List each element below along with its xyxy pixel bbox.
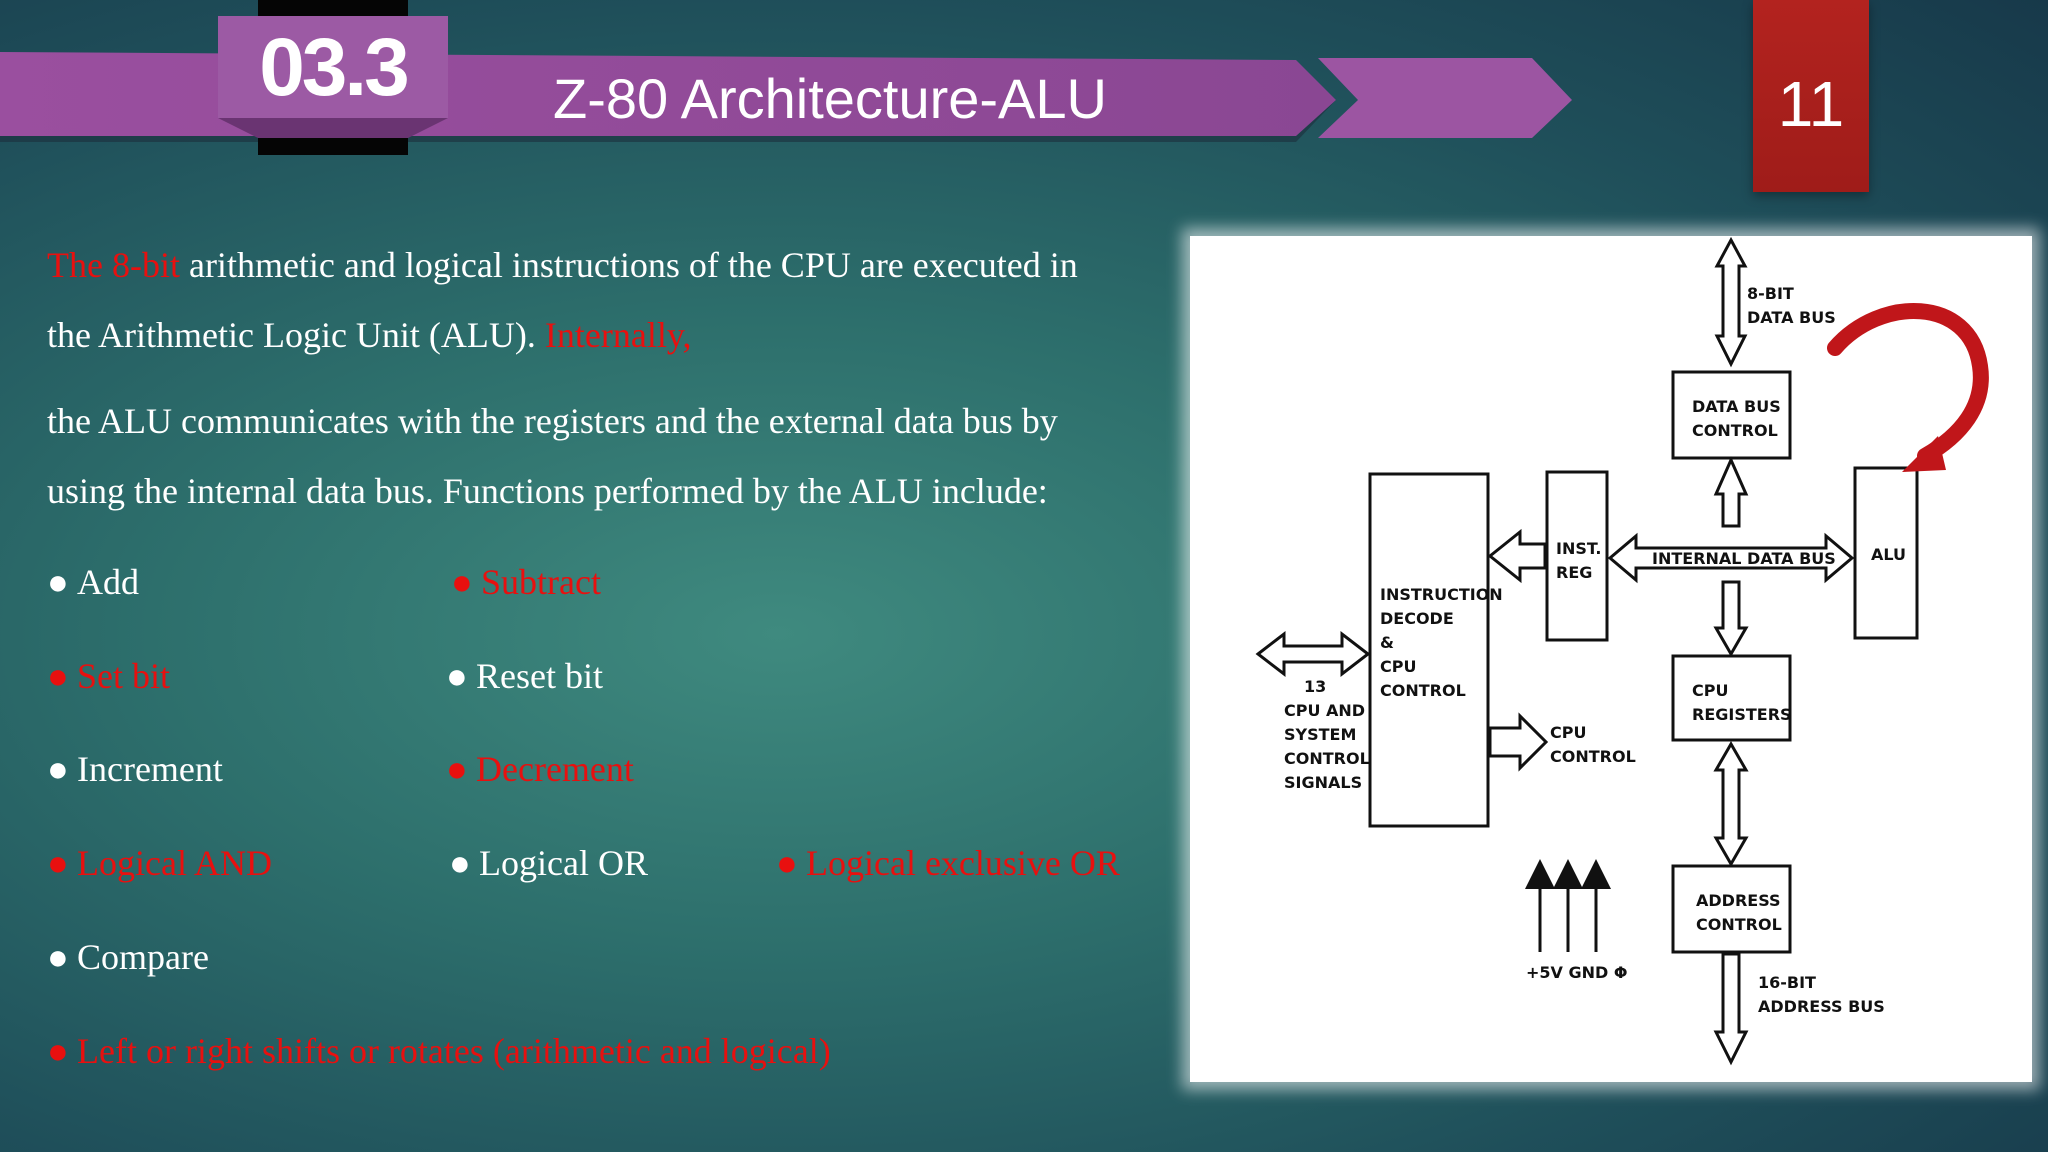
intro-highlight-internally: Internally, [544, 315, 692, 355]
instruction-decode-box [1368, 472, 1490, 828]
bullet-icon: ● [47, 749, 69, 789]
label-cpu-registers-1: CPU [1692, 681, 1728, 700]
label-instruction-decode-1: INSTRUCTION [1380, 585, 1503, 604]
function-item-set-bit: ●Set bit [47, 651, 170, 701]
header-band [0, 0, 1572, 155]
bullet-icon: ● [47, 562, 69, 602]
intro-paragraph-1: The 8-bit arithmetic and logical instruc… [47, 230, 1177, 370]
function-item-add: ●Add [47, 557, 139, 607]
function-item-compare: ●Compare [47, 932, 209, 982]
label-signals-2: CPU AND [1284, 701, 1365, 720]
label-instruction-decode-3: & [1380, 633, 1394, 652]
z80-block-diagram: 8-BIT DATA BUS DATA BUS CONTROL ALU INTE… [1190, 236, 2032, 1082]
label-address-control-1: ADDRESS [1696, 891, 1781, 910]
intro-para2-line-2: using the internal data bus. Functions p… [47, 471, 1048, 511]
label-signals-5: SIGNALS [1284, 773, 1362, 792]
address-control-box [1671, 864, 1792, 954]
section-number-box [218, 16, 448, 118]
label-instruction-decode-2: DECODE [1380, 609, 1454, 628]
function-item-logical-or: ●Logical OR [449, 838, 648, 888]
intro-paragraph-2: the ALU communicates with the registers … [47, 386, 1177, 526]
cpu-registers-box [1671, 654, 1792, 742]
label-inst-reg-1: INST. [1556, 539, 1601, 558]
bullet-icon: ● [47, 656, 69, 696]
bullet-icon: ● [776, 843, 798, 883]
bullet-icon: ● [47, 1031, 69, 1071]
function-item-logical-xor: ●Logical exclusive OR [776, 838, 1120, 888]
intro-line-2-text: the Arithmetic Logic Unit (ALU). [47, 315, 545, 355]
label-address-bus-1: 16-BIT [1758, 973, 1816, 992]
label-power: +5V GND Φ [1526, 963, 1627, 982]
alu-box [1853, 466, 1919, 640]
header-chevron [1318, 58, 1572, 138]
page-number-box: 11 [1753, 0, 1869, 192]
label-data-bus: DATA BUS [1747, 308, 1836, 327]
highlight-curved-arrow [1827, 303, 1989, 464]
label-address-bus-2: ADDRESS BUS [1758, 997, 1885, 1016]
function-item-increment: ●Increment [47, 744, 223, 794]
function-item-shifts-rotates: ●Left or right shifts or rotates (arithm… [47, 1026, 831, 1076]
label-alu: ALU [1871, 545, 1906, 564]
intro-para2-line-1: the ALU communicates with the registers … [47, 401, 1058, 441]
label-cpu-control-2: CONTROL [1550, 747, 1636, 766]
label-signals-3: SYSTEM [1284, 725, 1356, 744]
bullet-icon: ● [446, 749, 468, 789]
intro-line-1-text: arithmetic and logical instructions of t… [179, 245, 1078, 285]
slide-title: Z-80 Architecture-ALU [553, 66, 1107, 130]
data-bus-arrow [1714, 236, 1748, 368]
bullet-icon: ● [449, 843, 471, 883]
inst-reg-box [1545, 470, 1609, 642]
label-cpu-registers-2: REGISTERS [1692, 705, 1792, 724]
label-address-control-2: CONTROL [1696, 915, 1782, 934]
page-number: 11 [1777, 68, 1845, 140]
function-item-subtract: ●Subtract [451, 557, 601, 607]
section-number: 03.3 [259, 22, 410, 113]
label-signals-1: 13 [1304, 677, 1326, 696]
label-8bit: 8-BIT [1747, 284, 1794, 303]
bullet-icon: ● [47, 937, 69, 977]
bullet-icon: ● [47, 843, 69, 883]
internal-data-bus-arrow [1607, 532, 1855, 584]
bullet-icon: ● [446, 656, 468, 696]
function-item-decrement: ●Decrement [446, 744, 634, 794]
bullet-icon: ● [451, 562, 473, 602]
intro-highlight-8bit: The 8-bit [47, 245, 180, 285]
function-item-logical-and: ●Logical AND [47, 838, 272, 888]
label-instruction-decode-5: CONTROL [1380, 681, 1466, 700]
label-cpu-control-1: CPU [1550, 723, 1586, 742]
label-data-bus-control-1: DATA BUS [1692, 397, 1781, 416]
label-internal-data-bus: INTERNAL DATA BUS [1652, 549, 1836, 568]
label-inst-reg-2: REG [1556, 563, 1592, 582]
label-data-bus-control-2: CONTROL [1692, 421, 1778, 440]
function-item-reset-bit: ●Reset bit [446, 651, 603, 701]
label-instruction-decode-4: CPU [1380, 657, 1416, 676]
address-bus-arrow [1713, 952, 1749, 1066]
label-signals-4: CONTROL [1284, 749, 1370, 768]
control-signals-arrow [1255, 630, 1371, 678]
